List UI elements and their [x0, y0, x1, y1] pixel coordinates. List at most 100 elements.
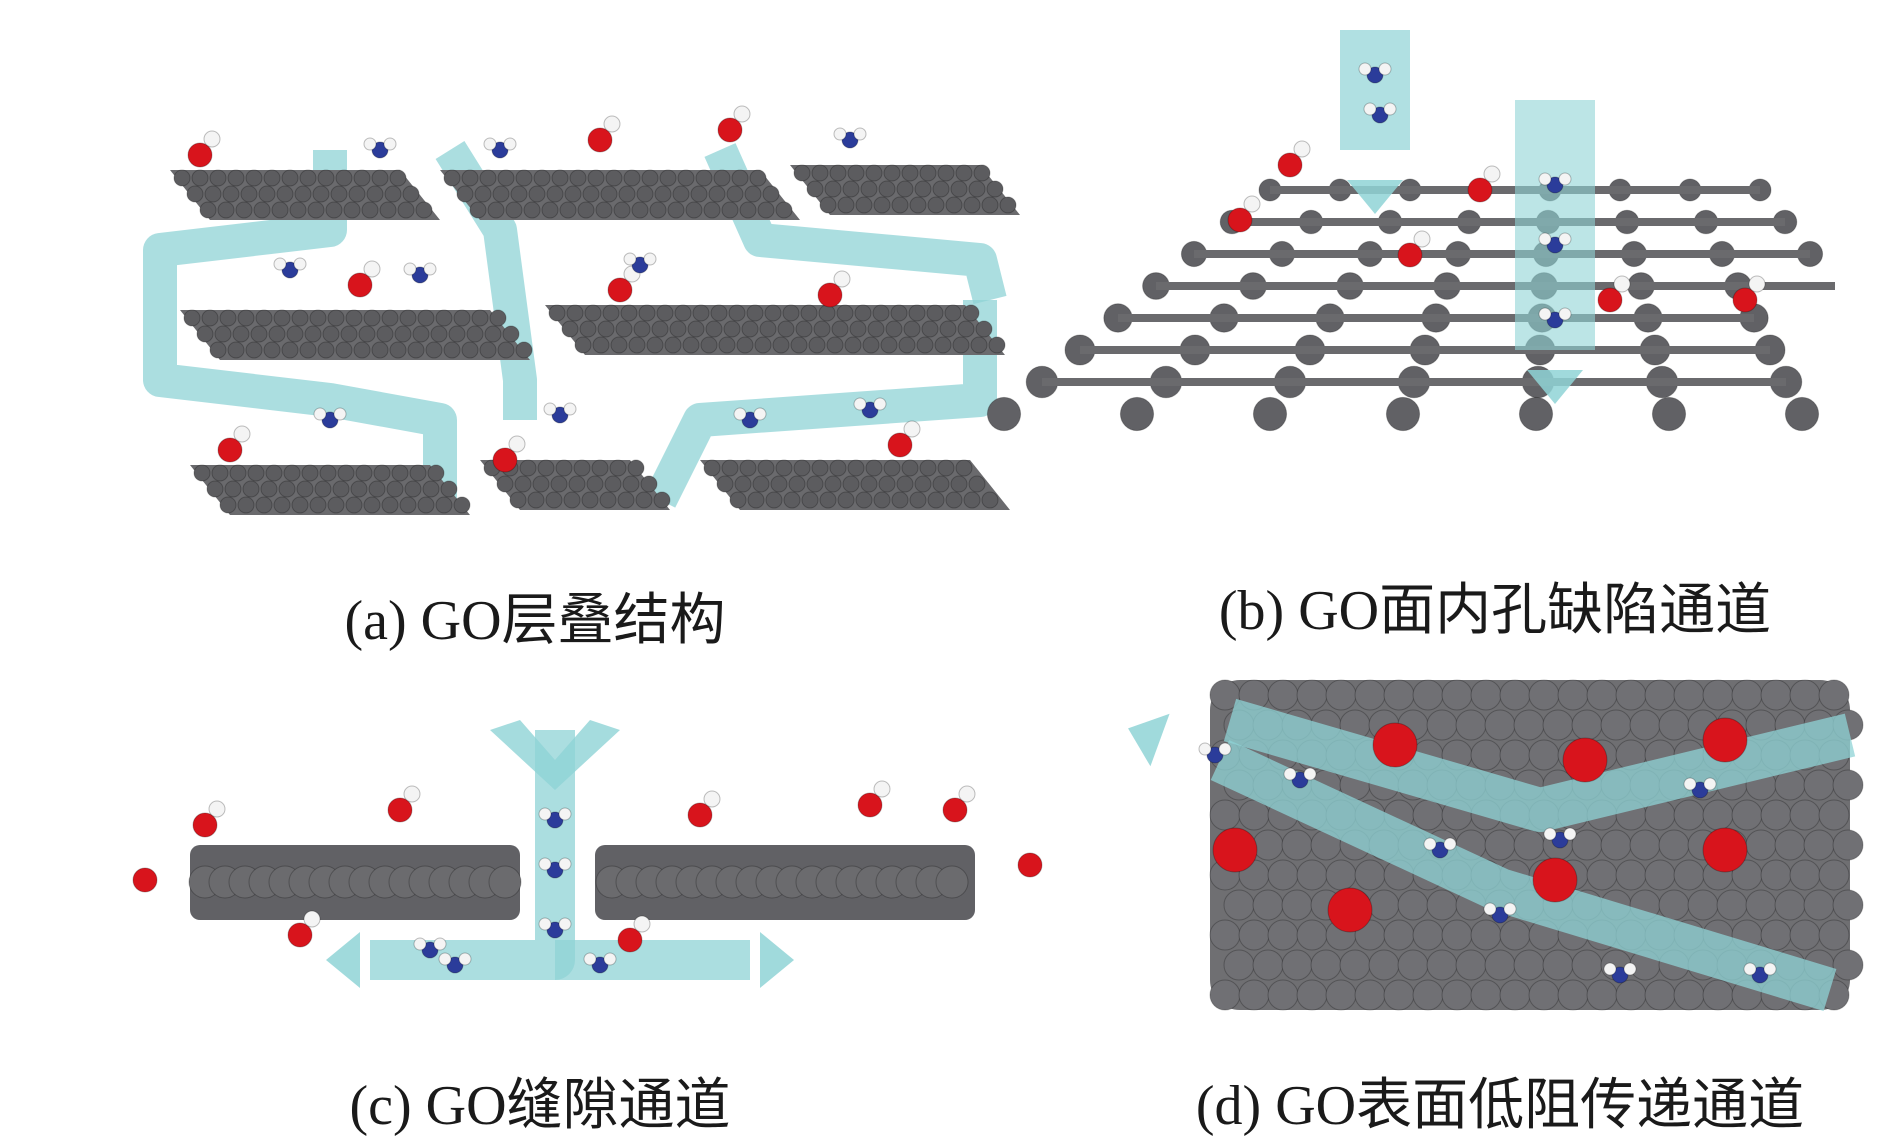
carbon-atom: [533, 169, 551, 187]
carbon-atom: [1223, 889, 1255, 921]
carbon-atom: [653, 491, 671, 509]
carbon-atom: [253, 201, 271, 219]
carbon-atom: [409, 464, 427, 482]
carbon-atom: [800, 304, 818, 322]
carbon-atom: [579, 320, 597, 338]
carbon-atom: [649, 201, 667, 219]
carbon-atom: [775, 201, 793, 219]
carbon-atom: [762, 185, 780, 203]
carbon-atom: [963, 491, 981, 509]
carbon-atom: [1383, 919, 1415, 951]
carbon-atom: [1818, 919, 1850, 951]
panel-b-pore-defect-channel: [986, 30, 1835, 432]
carbon-atom: [793, 459, 811, 477]
carbon-atom: [1354, 679, 1386, 711]
carbon-atom: [193, 464, 211, 482]
carbon-atom: [381, 496, 399, 514]
carbon-atom: [561, 320, 579, 338]
carbon-atom: [860, 180, 878, 198]
carbon-atom: [1209, 979, 1241, 1011]
carbon-atom: [685, 201, 703, 219]
carbon-atom: [1296, 859, 1328, 891]
carbon-atom: [950, 475, 968, 493]
carbon-atom: [1296, 679, 1328, 711]
carbon-atom: [957, 320, 975, 338]
hydrogen-atom: [1538, 307, 1552, 321]
carbon-atom: [713, 169, 731, 187]
hydrogen-atom: [1558, 232, 1572, 246]
flow-arrow-icon: [1527, 370, 1583, 404]
carbon-atom: [263, 341, 281, 359]
carbon-atom: [350, 480, 368, 498]
carbon-atom: [509, 491, 527, 509]
carbon-atom: [747, 491, 765, 509]
carbon-atom: [199, 201, 217, 219]
carbon-atom: [970, 336, 988, 354]
carbon-atom: [389, 341, 407, 359]
hydrogen-atom: [643, 252, 657, 266]
carbon-atom: [376, 325, 394, 343]
carbon-atom: [461, 341, 479, 359]
carbon-atom: [247, 464, 265, 482]
carbon-atom: [1651, 396, 1687, 432]
carbon-atom: [1615, 979, 1647, 1011]
carbon-atom: [1658, 889, 1690, 921]
carbon-atom: [1832, 829, 1864, 861]
nitrogen-atom: [1691, 781, 1709, 799]
carbon-atom: [1426, 709, 1458, 741]
carbon-atom: [901, 164, 919, 182]
hydrogen-atom: [833, 127, 847, 141]
hydrogen-atom: [1683, 777, 1697, 791]
nitrogen-atom: [1546, 176, 1564, 194]
carbon-atom: [986, 180, 1004, 198]
oxygen-atom: [887, 432, 913, 458]
carbon-atom: [865, 164, 883, 182]
carbon-atom: [1615, 679, 1647, 711]
carbon-atom: [718, 336, 736, 354]
hydrogen-atom: [1748, 275, 1766, 293]
carbon-atom: [1586, 979, 1618, 1011]
carbon-atom: [537, 459, 555, 477]
carbon-atom: [1673, 679, 1705, 711]
carbon-atom: [631, 201, 649, 219]
hydrogen-atom: [363, 260, 381, 278]
carbon-atom: [1784, 396, 1820, 432]
carbon-atom: [1731, 799, 1763, 831]
carbon-atom: [926, 304, 944, 322]
carbon-atom: [327, 309, 345, 327]
carbon-atom: [945, 196, 963, 214]
hydrogen-atom: [538, 807, 552, 821]
caption-d: (d) GO表面低阻传递通道: [1195, 1075, 1805, 1137]
carbon-atom: [819, 196, 837, 214]
hydrogen-atom: [903, 420, 921, 438]
hydrogen-atom: [1303, 767, 1317, 781]
carbon-atom: [404, 480, 422, 498]
carbon-atom: [566, 304, 584, 322]
carbon-atom: [1644, 679, 1676, 711]
carbon-atom: [896, 475, 914, 493]
carbon-atom: [988, 336, 1006, 354]
carbon-atom: [391, 464, 409, 482]
water-flow-path: [1223, 698, 1856, 832]
carbon-atom: [389, 169, 407, 187]
carbon-atom: [273, 309, 291, 327]
carbon-atom: [1542, 949, 1574, 981]
hydrogen-atom: [538, 917, 552, 931]
carbon-atom: [622, 475, 640, 493]
carbon-atom: [568, 475, 586, 493]
carbon-atom: [1354, 979, 1386, 1011]
hydrogen-atom: [1603, 962, 1617, 976]
carbon-atom: [584, 304, 602, 322]
carbon-atom: [345, 309, 363, 327]
nitrogen-atom: [631, 256, 649, 274]
carbon-atom: [235, 201, 253, 219]
carbon-atom: [407, 341, 425, 359]
nitrogen-atom: [546, 921, 564, 939]
carbon-atom: [1499, 919, 1531, 951]
carbon-atom: [250, 325, 268, 343]
carbon-atom: [927, 491, 945, 509]
hydrogen-atom: [538, 857, 552, 871]
carbon-atom: [1412, 679, 1444, 711]
carbon-atom: [623, 169, 641, 187]
nitrogen-atom: [591, 956, 609, 974]
